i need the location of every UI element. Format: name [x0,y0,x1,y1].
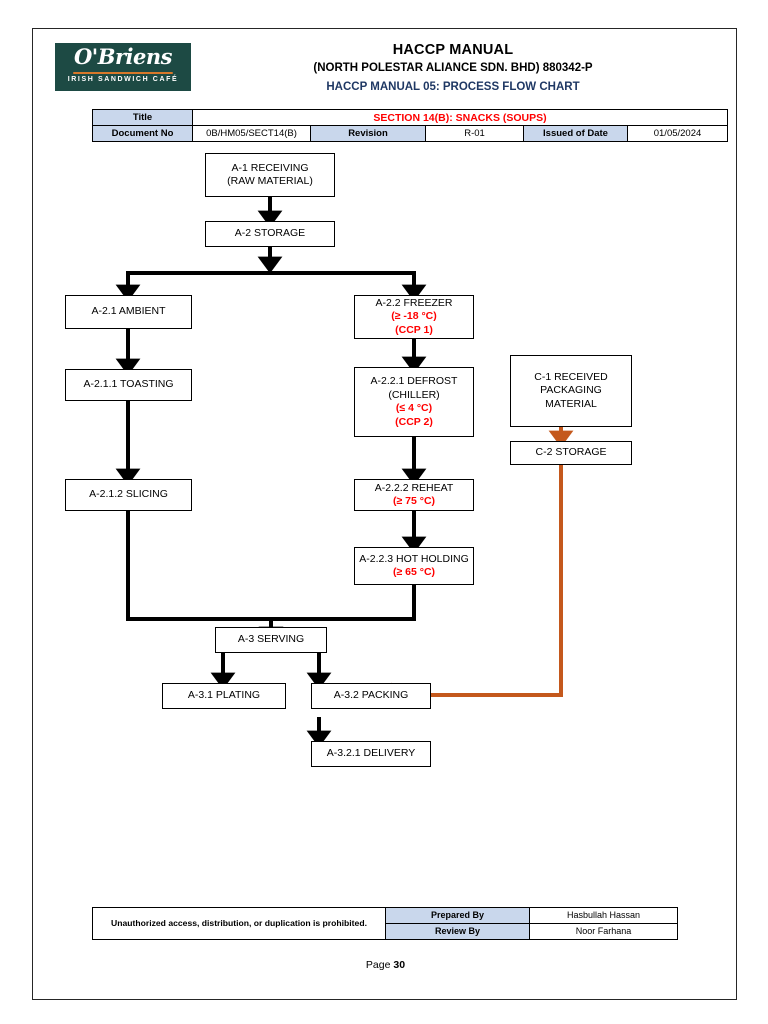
node-a-3-1-plating-label: A-3.1 PLATING [187,689,261,702]
process-flow-chart: A-1 RECEIVING (RAW MATERIAL) A-2 STORAGE… [33,29,738,1001]
node-a-3-serving[interactable]: A-3 SERVING [215,627,327,653]
node-a-3-serving-label: A-3 SERVING [237,633,305,646]
meta-revision-label: Revision [310,125,426,142]
node-a-3-2-packing-label: A-3.2 PACKING [333,689,409,702]
meta-row-document: Document No 0B/HM05/SECT14(B) Revision R… [92,125,729,142]
node-c-1-label2: PACKAGING [540,384,602,397]
document-page: O'Briens IRISH SANDWICH CAFÉ HACCP MANUA… [32,28,737,1000]
node-a-3-2-1-delivery[interactable]: A-3.2.1 DELIVERY [311,741,431,767]
meta-docno-label: Document No [92,125,193,142]
node-a-2-2-freezer-spec: (≥ -18 °C) [391,310,437,323]
footer-row-prepared: Unauthorized access, distribution, or du… [92,907,678,940]
meta-issued-value: 01/05/2024 [626,125,729,142]
node-a-2-1-1-toasting-label: A-2.1.1 TOASTING [83,378,174,391]
page-number-prefix: Page [365,959,394,971]
node-a-2-2-1-defrost-label2: (CHILLER) [388,388,440,401]
node-a-2-2-freezer-label: A-2.2 FREEZER [375,296,453,309]
logo-brand-text: O'Briens [74,44,172,69]
node-c-2-storage-label: C-2 STORAGE [535,446,607,459]
node-a-2-storage[interactable]: A-2 STORAGE [205,221,335,247]
node-a-3-2-packing[interactable]: A-3.2 PACKING [311,683,431,709]
node-a-2-2-3-hot-holding-spec: (≥ 65 °C) [392,566,436,578]
footer-review-value: Noor Farhana [529,923,678,940]
node-a-2-2-1-defrost-spec: (≤ 4 °C) [395,402,433,414]
logo-tagline: IRISH SANDWICH CAFÉ [67,76,179,83]
node-a-2-1-ambient[interactable]: A-2.1 AMBIENT [65,295,192,329]
meta-issued-label: Issued of Date [523,125,628,142]
node-a-1-receiving-label: A-1 RECEIVING [231,161,309,174]
node-c-1-label: C-1 RECEIVED [534,370,608,383]
node-c-1-label3: MATERIAL [545,397,597,410]
header-manual-line: HACCP MANUAL 05: PROCESS FLOW CHART [326,81,580,93]
node-a-2-1-2-slicing-label: A-2.1.2 SLICING [89,488,168,501]
node-a-2-2-freezer[interactable]: A-2.2 FREEZER (≥ -18 °C) (CCP 1) [354,295,474,339]
node-a-2-2-3-hot-holding-label: A-2.2.3 HOT HOLDING [359,552,469,565]
document-footer-table: Unauthorized access, distribution, or du… [92,907,678,940]
footer-notice: Unauthorized access, distribution, or du… [92,907,386,940]
document-meta-table: Title SECTION 14(B): SNACKS (SOUPS) Docu… [92,109,729,142]
node-a-1-receiving[interactable]: A-1 RECEIVING (RAW MATERIAL) [205,153,335,197]
node-a-3-1-plating[interactable]: A-3.1 PLATING [162,683,286,709]
node-a-2-2-2-reheat-label: A-2.2.2 REHEAT [374,481,454,494]
footer-prepared-value: Hasbullah Hassan [529,907,678,924]
node-a-3-2-1-delivery-label: A-3.2.1 DELIVERY [326,747,416,760]
node-a-2-2-3-hot-holding[interactable]: A-2.2.3 HOT HOLDING (≥ 65 °C) [354,547,474,585]
page-number-line: Page 30 [33,959,738,971]
node-c-1-received-packaging-material[interactable]: C-1 RECEIVED PACKAGING MATERIAL [510,355,632,427]
header-company-line: (NORTH POLESTAR ALIANCE SDN. BHD) 880342… [313,62,593,74]
node-a-2-2-freezer-ccp: (CCP 1) [395,323,433,336]
footer-row-review: Review By Noor Farhana [93,923,678,940]
page-number-value: 30 [393,959,406,971]
node-a-2-1-1-toasting[interactable]: A-2.1.1 TOASTING [65,369,192,401]
node-a-2-2-1-defrost[interactable]: A-2.2.1 DEFROST (CHILLER) (≤ 4 °C) (CCP … [354,367,474,437]
flow-edges [115,197,574,748]
node-a-2-2-2-reheat-spec: (≥ 75 °C) [392,495,436,507]
header-title: HACCP MANUAL [392,42,514,58]
node-c-2-storage[interactable]: C-2 STORAGE [510,441,632,465]
footer-review-label: Review By [385,923,530,940]
footer-prepared-label: Prepared By [385,907,530,924]
obriens-logo: O'Briens IRISH SANDWICH CAFÉ [55,43,191,91]
node-a-2-1-ambient-label: A-2.1 AMBIENT [91,305,166,318]
node-a-2-storage-label: A-2 STORAGE [234,227,306,240]
node-a-1-receiving-label2: (RAW MATERIAL) [227,175,313,187]
meta-revision-value: R-01 [425,125,524,142]
logo-swash-underline [73,72,173,74]
node-a-2-2-2-reheat[interactable]: A-2.2.2 REHEAT (≥ 75 °C) [354,479,474,511]
node-a-2-1-2-slicing[interactable]: A-2.1.2 SLICING [65,479,192,511]
node-a-2-2-1-defrost-label: A-2.2.1 DEFROST [370,375,458,387]
node-a-2-2-1-defrost-ccp: (CCP 2) [395,415,433,428]
